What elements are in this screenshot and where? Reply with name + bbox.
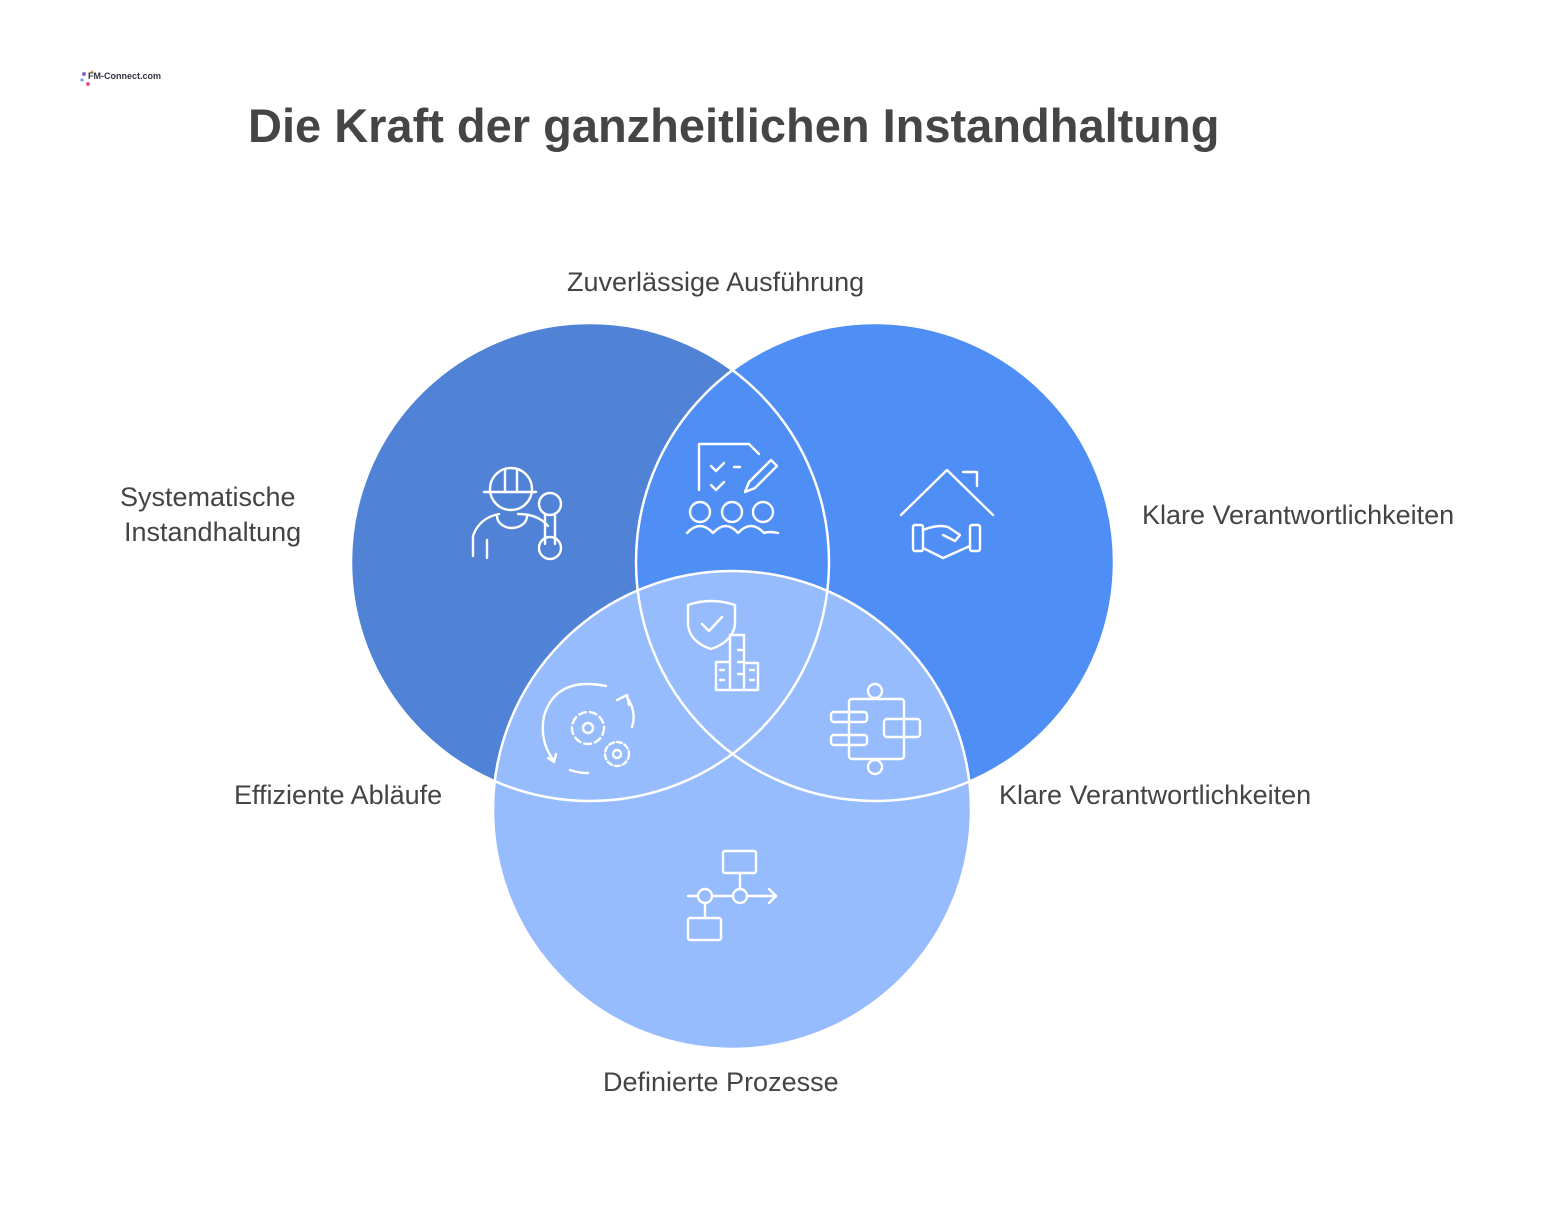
worker-wrench-icon bbox=[471, 466, 563, 561]
gears-cycle-icon bbox=[541, 682, 635, 775]
puzzle-icon bbox=[829, 682, 922, 776]
label-systematische-line2: Instandhaltung bbox=[124, 517, 302, 547]
house-handshake-icon bbox=[899, 468, 995, 560]
label-klare-verantwortlichkeiten-lower: Klare Verantwortlichkeiten bbox=[999, 780, 1312, 810]
checklist-team-icon bbox=[685, 442, 780, 535]
page-title: Die Kraft der ganzheitlichen Instandhalt… bbox=[248, 99, 1220, 152]
process-flow-icon bbox=[686, 849, 778, 942]
label-systematische-line1: Systematische bbox=[120, 482, 296, 512]
circle-bottom bbox=[493, 571, 971, 1049]
logo-text: FM-Connect.com bbox=[88, 71, 161, 81]
label-zuverlaessige-ausfuehrung: Zuverlässige Ausführung bbox=[567, 267, 865, 297]
label-definierte-prozesse: Definierte Prozesse bbox=[603, 1067, 839, 1097]
label-klare-verantwortlichkeiten-right: Klare Verantwortlichkeiten bbox=[1142, 500, 1455, 530]
circle-outlines bbox=[349, 321, 1116, 1051]
logo: FM-Connect.com bbox=[78, 66, 161, 94]
logo-graphic-icon bbox=[80, 70, 94, 86]
label-effiziente-ablaeufe: Effiziente Abläufe bbox=[234, 780, 443, 810]
shield-building-icon bbox=[686, 599, 760, 692]
